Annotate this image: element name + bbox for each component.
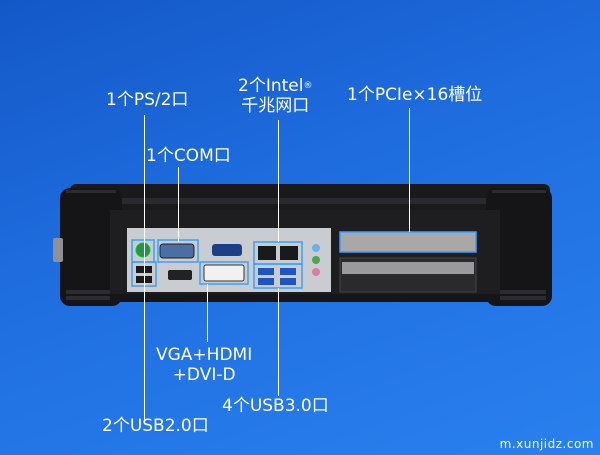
vga-hdmi-dvi-label: VGA+HDMI +DVI-D [156, 345, 252, 385]
usb30-leader-line [278, 288, 279, 396]
pcie-slot-frame [339, 231, 477, 253]
device-body [110, 210, 500, 302]
audio-jack [312, 268, 320, 276]
intel-label: 2个Intel® 千兆网口 [238, 76, 312, 116]
side-knob [53, 238, 63, 262]
ps2-port [135, 242, 151, 258]
ps2-leader-line [144, 115, 145, 420]
intel-label-line2: 千兆网口 [241, 96, 310, 116]
com-port [159, 243, 195, 259]
hdmi-port [168, 270, 192, 280]
intel-label-line1: 2个Intel [238, 76, 304, 96]
usb20-label: 2个USB2.0口 [102, 416, 209, 436]
pcie-leader-line [409, 108, 410, 232]
lan-port [258, 246, 276, 260]
right-bumper [486, 188, 552, 306]
vga-label-line1: VGA+HDMI [156, 345, 253, 365]
watermark-text: m.xunjidz.com [499, 437, 594, 451]
dvi-port [203, 264, 245, 282]
usb30-label: 4个USB3.0口 [222, 396, 329, 416]
lan-port [280, 246, 298, 260]
usb30-port [258, 268, 274, 275]
io-panel [127, 228, 331, 292]
usb30-port [280, 278, 296, 285]
pcie-label: 1个PCIe×16槽位 [347, 85, 483, 105]
usb30-port [258, 278, 274, 285]
vga-leader-line [207, 284, 208, 342]
usb30-port [280, 268, 296, 275]
vga-label-line2: +DVI-D [172, 365, 236, 385]
audio-jack [312, 244, 320, 252]
left-bumper [60, 188, 122, 306]
intel-registered-mark: ® [303, 81, 313, 91]
device-top-ridge [70, 184, 550, 212]
com-leader-line [178, 167, 179, 242]
audio-jack [312, 256, 320, 264]
vga-port [212, 244, 242, 256]
pcie-slot-cover [339, 257, 477, 293]
intel-leader-line [278, 120, 279, 242]
ps2-label: 1个PS/2口 [106, 90, 189, 110]
com-label: 1个COM口 [146, 146, 231, 166]
